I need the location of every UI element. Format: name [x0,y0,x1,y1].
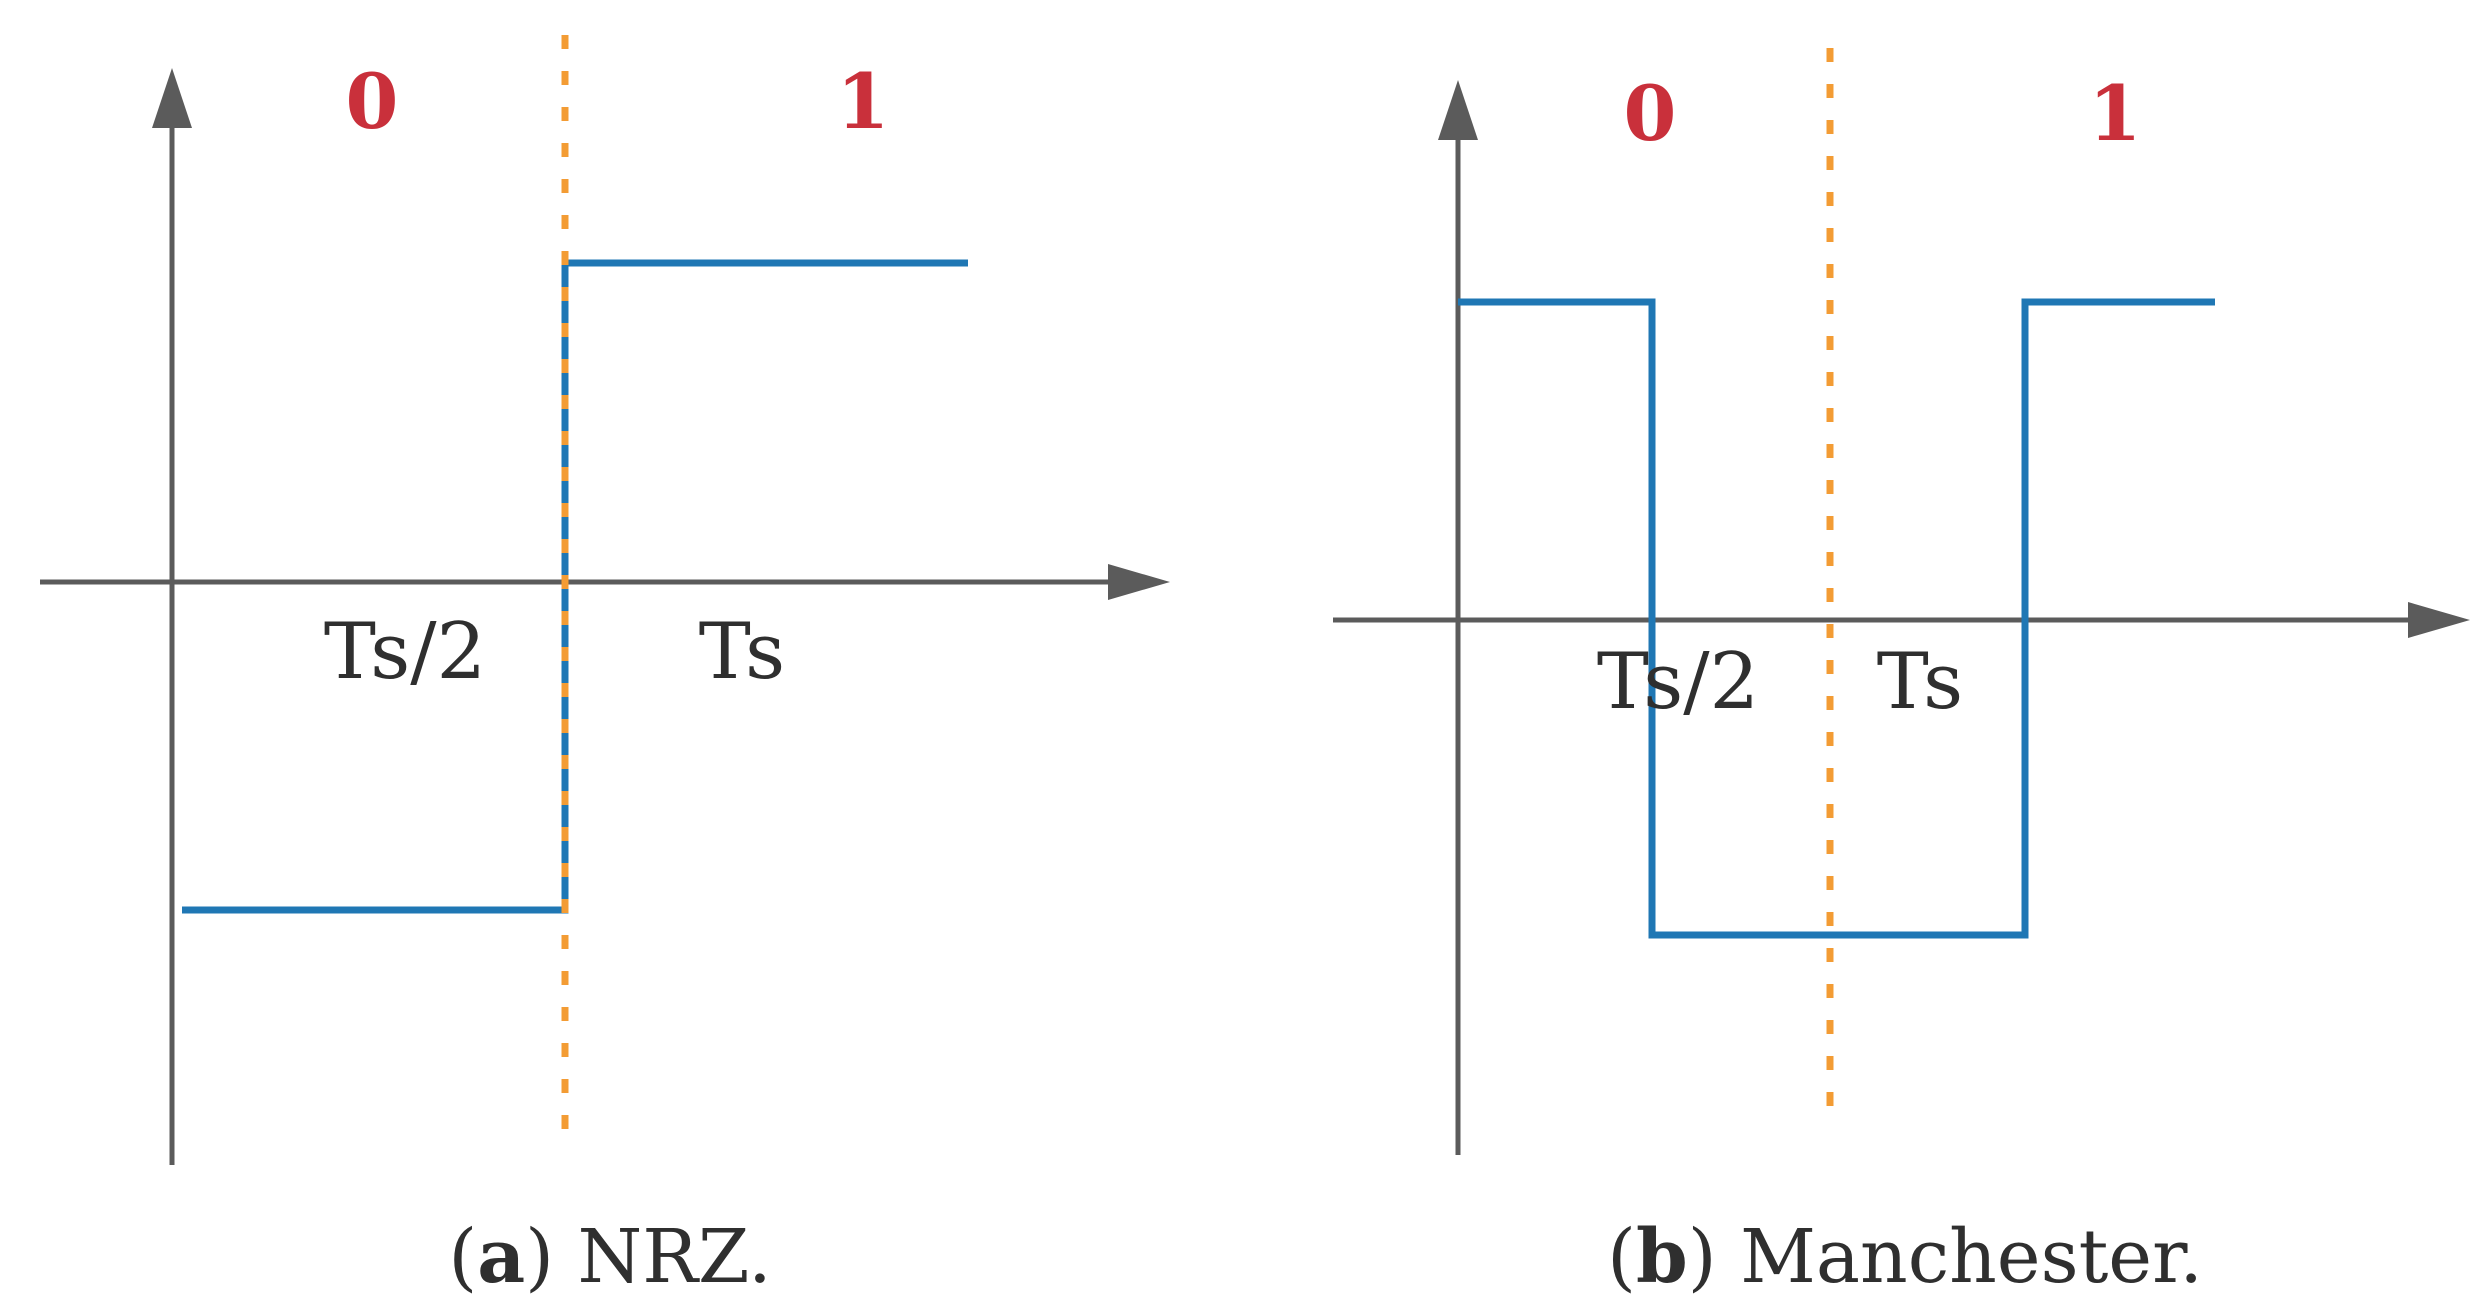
panel-a-caption: (a) NRZ. [448,1214,771,1300]
panel-b-manchester: 0 1 Ts/2 Ts (b) Manchester. [1333,48,2470,1300]
panel-a-nrz: 0 1 Ts/2 Ts (a) NRZ. [40,35,1170,1300]
panel-b-bit-label-0: 0 [1624,69,1677,158]
panel-a-bit-label-0: 0 [346,57,399,146]
panel-a-x-arrow-icon [1108,564,1170,600]
panel-b-y-arrow-icon [1438,80,1478,140]
panel-b-signal-trace [1458,298,2215,939]
panel-a-caption-letter: a [477,1214,525,1300]
panel-a-y-arrow-icon [152,68,192,128]
panel-b-tick-label-full: Ts [1877,637,1963,727]
panel-b-caption-text: Manchester. [1717,1214,2203,1300]
panel-b-x-arrow-icon [2408,602,2470,638]
panel-a-tick-label-half: Ts/2 [324,607,486,697]
panel-b-bit-label-1: 1 [2089,69,2142,158]
panel-b-caption-letter: b [1636,1214,1688,1300]
panel-b-tick-label-half: Ts/2 [1597,637,1759,727]
panel-a-bit-label-1: 1 [837,57,890,146]
panel-b-caption: (b) Manchester. [1607,1214,2203,1300]
panel-a-signal-trace [182,259,968,914]
panel-a-tick-label-full: Ts [699,607,785,697]
panel-a-caption-text: NRZ. [554,1214,772,1300]
